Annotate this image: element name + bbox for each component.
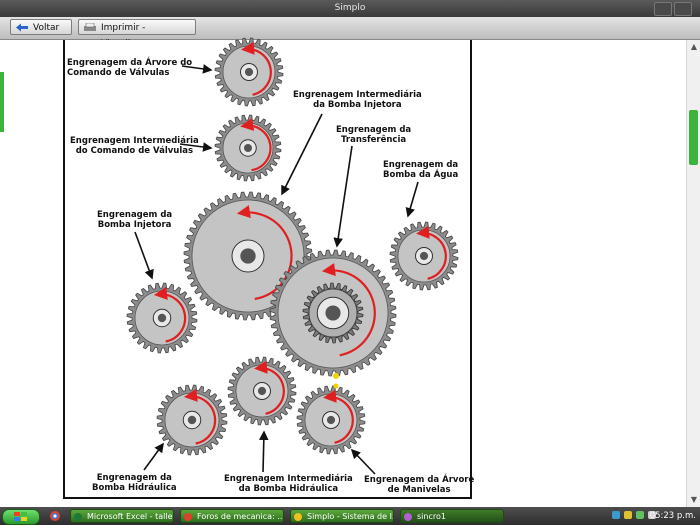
toolbar: Voltar Imprimir - Visualizar Impressão xyxy=(0,17,700,65)
taskbar-item-chrome[interactable]: Foros de mecanica: ... xyxy=(180,509,284,523)
network-icon[interactable] xyxy=(612,511,620,519)
minimize-button[interactable] xyxy=(654,2,672,16)
diagram-frame xyxy=(63,40,472,499)
leader-water-pump xyxy=(405,181,419,218)
crankshaft-gear xyxy=(296,385,366,455)
tray-icon[interactable] xyxy=(648,511,656,519)
water-pump-gear-rotation-arrow xyxy=(416,225,447,280)
leader-injection-pump xyxy=(134,231,154,280)
volume-icon[interactable] xyxy=(636,511,644,519)
window-titlebar: Simplo xyxy=(0,0,700,17)
security-icon[interactable] xyxy=(624,511,632,519)
leader-cam-idler xyxy=(179,142,213,152)
windows-logo-icon xyxy=(14,512,27,521)
back-button[interactable]: Voltar xyxy=(10,19,72,35)
printer-icon xyxy=(84,23,96,31)
timing-mark xyxy=(333,373,339,379)
transfer-gear xyxy=(269,249,397,377)
water-pump-gear xyxy=(389,221,459,291)
clock: 05:23 p.m. xyxy=(649,511,696,521)
cam-idler-gear xyxy=(214,114,282,182)
back-button-label: Voltar xyxy=(33,23,60,33)
leader-camshaft xyxy=(181,64,213,74)
back-arrow-icon xyxy=(16,23,28,32)
hydraulic-idler-gear-rotation-arrow xyxy=(254,360,285,415)
taskbar: Microsoft Excel - taller Foros de mecani… xyxy=(0,507,700,525)
crankshaft-gear-rotation-arrow xyxy=(323,389,354,444)
hydraulic-pump-gear xyxy=(156,384,228,456)
transfer-gear-rotation-arrow xyxy=(321,263,376,357)
injection-idler-gear-rotation-arrow xyxy=(236,205,293,301)
close-button[interactable] xyxy=(674,2,692,16)
camshaft-gear-rotation-arrow xyxy=(241,41,272,96)
scroll-up-icon[interactable]: ▲ xyxy=(690,42,698,51)
taskbar-item-sincro1[interactable]: sincro1 xyxy=(400,509,504,523)
hydraulic-idler-gear xyxy=(227,356,297,426)
cam-idler-gear-rotation-arrow xyxy=(240,117,272,172)
taskbar-item-excel[interactable]: Microsoft Excel - taller xyxy=(70,509,174,523)
chrome-quicklaunch-icon[interactable] xyxy=(50,511,60,521)
vertical-scrollbar[interactable]: ▲ ▼ xyxy=(686,40,700,507)
scrollbar-thumb[interactable] xyxy=(689,110,698,165)
taskbar-item-simplo[interactable]: Simplo - Sistema de I... xyxy=(290,509,394,523)
leader-crankshaft xyxy=(350,448,376,475)
leader-injection-idler xyxy=(281,113,323,196)
hydraulic-pump-gear-rotation-arrow xyxy=(183,388,217,445)
left-edge-indicator xyxy=(0,72,4,132)
window-title: Simplo xyxy=(334,3,366,13)
injection-pump-gear xyxy=(126,282,198,354)
leader-transfer xyxy=(333,145,353,248)
start-button[interactable] xyxy=(2,509,40,525)
leader-hydraulic-pump xyxy=(143,442,164,471)
leader-hydraulic-idler xyxy=(259,430,269,473)
timing-mark-2 xyxy=(333,383,339,389)
injection-pump-gear-rotation-arrow xyxy=(153,286,187,343)
camshaft-gear xyxy=(214,37,284,107)
scroll-down-icon[interactable]: ▼ xyxy=(690,495,698,504)
